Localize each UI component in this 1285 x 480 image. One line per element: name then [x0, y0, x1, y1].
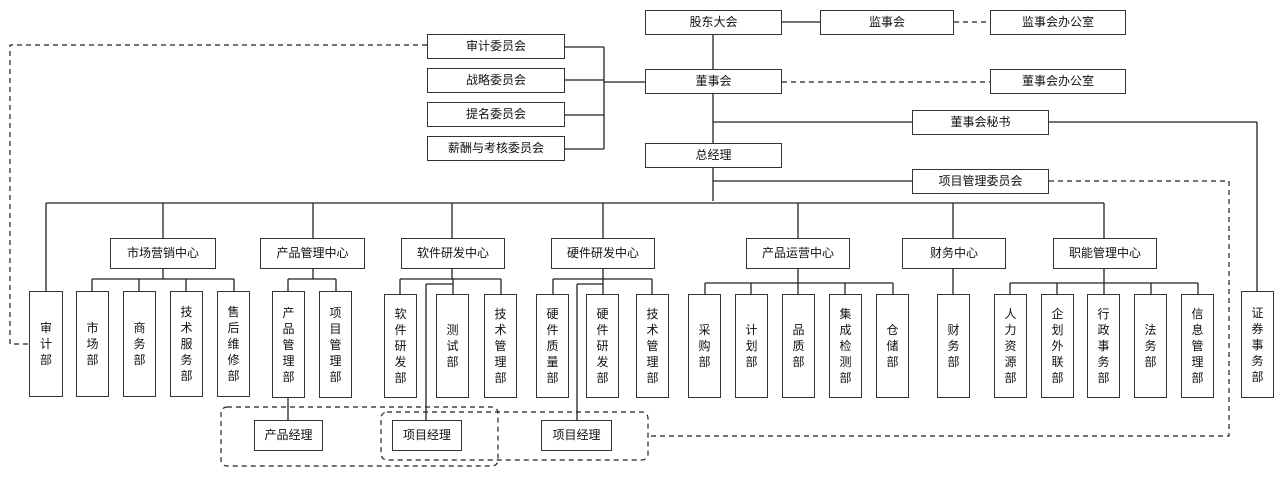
marketing-center-label: 市场营销中心	[126, 245, 199, 260]
after-sales-dept-label: 售后维修部	[227, 305, 240, 383]
hr-dept-box: 人力资源部	[994, 294, 1027, 398]
compensation-committee-box: 薪酬与考核委员会	[427, 136, 565, 161]
pm-committee-label: 项目管理委员会	[938, 173, 1023, 188]
marketing-center-box: 市场营销中心	[110, 238, 216, 269]
planning-liaison-dept-label: 企划外联部	[1051, 307, 1064, 385]
software-center-box: 软件研发中心	[401, 238, 505, 269]
audit-committee-box: 审计委员会	[427, 34, 565, 59]
hr-dept-label: 人力资源部	[1004, 307, 1017, 385]
it-mgmt-dept-label: 信息管理部	[1191, 307, 1204, 385]
sw-tech-mgmt-dept-box: 技术管理部	[484, 294, 517, 398]
shareholders-meeting-label: 股东大会	[689, 14, 738, 29]
product-manager-box: 产品经理	[254, 420, 323, 451]
audit-dept-box: 审计部	[29, 291, 63, 397]
market-dept-label: 市场部	[86, 321, 99, 367]
board-secretary-label: 董事会秘书	[950, 114, 1011, 129]
project-manager-2-label: 项目经理	[552, 427, 601, 442]
admin-center-box: 职能管理中心	[1053, 238, 1157, 269]
sw-tech-mgmt-dept-label: 技术管理部	[494, 307, 507, 385]
general-manager-label: 总经理	[695, 147, 732, 162]
board-label: 董事会	[695, 73, 732, 88]
quality-dept-box: 品质部	[782, 294, 815, 398]
planning-dept-box: 计划部	[735, 294, 768, 398]
nomination-committee-box: 提名委员会	[427, 102, 565, 127]
after-sales-dept-box: 售后维修部	[217, 291, 250, 397]
securities-dept-box: 证券事务部	[1241, 291, 1274, 398]
project-manager-1-label: 项目经理	[402, 427, 451, 442]
finance-dept-box: 财务部	[937, 294, 970, 398]
integration-test-dept-label: 集成检测部	[839, 307, 852, 385]
operations-center-box: 产品运营中心	[746, 238, 850, 269]
supervisory-board-label: 监事会	[868, 14, 905, 29]
procurement-dept-label: 采购部	[698, 323, 711, 369]
planning-dept-label: 计划部	[745, 323, 758, 369]
project-manager-2-box: 项目经理	[541, 420, 612, 451]
admin-affairs-dept-box: 行政事务部	[1087, 294, 1120, 398]
nomination-committee-label: 提名委员会	[465, 106, 526, 121]
board-office-box: 董事会办公室	[990, 69, 1126, 94]
project-manager-1-box: 项目经理	[392, 420, 462, 451]
supervisory-office-box: 监事会办公室	[990, 10, 1126, 35]
quality-dept-label: 品质部	[792, 323, 805, 369]
tech-service-dept-label: 技术服务部	[180, 305, 193, 383]
audit-dept-label: 审计部	[39, 321, 52, 367]
product-mgmt-dept-box: 产品管理部	[272, 291, 305, 398]
legal-dept-label: 法务部	[1144, 323, 1157, 369]
legal-dept-box: 法务部	[1134, 294, 1167, 398]
planning-liaison-dept-box: 企划外联部	[1041, 294, 1074, 398]
market-dept-box: 市场部	[76, 291, 109, 397]
strategy-committee-box: 战略委员会	[427, 68, 565, 93]
it-mgmt-dept-box: 信息管理部	[1181, 294, 1214, 398]
general-manager-box: 总经理	[645, 143, 782, 168]
hw-quality-dept-label: 硬件质量部	[546, 307, 559, 385]
software-dev-dept-label: 软件研发部	[394, 307, 407, 385]
warehouse-dept-box: 仓储部	[876, 294, 909, 398]
compensation-committee-label: 薪酬与考核委员会	[447, 140, 544, 155]
hardware-center-label: 硬件研发中心	[566, 245, 639, 260]
board-office-label: 董事会办公室	[1021, 73, 1094, 88]
software-center-label: 软件研发中心	[416, 245, 489, 260]
operations-center-label: 产品运营中心	[761, 245, 834, 260]
finance-center-label: 财务中心	[929, 245, 978, 260]
software-dev-dept-box: 软件研发部	[384, 294, 417, 398]
admin-center-label: 职能管理中心	[1068, 245, 1141, 260]
strategy-committee-label: 战略委员会	[465, 72, 526, 87]
product-manager-label: 产品经理	[264, 427, 313, 442]
warehouse-dept-label: 仓储部	[886, 323, 899, 369]
product-center-box: 产品管理中心	[260, 238, 365, 269]
finance-center-box: 财务中心	[902, 238, 1006, 269]
hw-dev-dept-label: 硬件研发部	[596, 307, 609, 385]
hardware-center-box: 硬件研发中心	[551, 238, 655, 269]
admin-affairs-dept-label: 行政事务部	[1097, 307, 1110, 385]
securities-dept-label: 证券事务部	[1251, 305, 1264, 384]
pm-committee-box: 项目管理委员会	[912, 169, 1049, 194]
shareholders-meeting-box: 股东大会	[645, 10, 782, 35]
tech-service-dept-box: 技术服务部	[170, 291, 203, 397]
hw-tech-mgmt-dept-box: 技术管理部	[636, 294, 669, 398]
integration-test-dept-box: 集成检测部	[829, 294, 862, 398]
hw-dev-dept-box: 硬件研发部	[586, 294, 619, 398]
supervisory-board-box: 监事会	[820, 10, 954, 35]
hw-tech-mgmt-dept-label: 技术管理部	[646, 307, 659, 385]
product-center-label: 产品管理中心	[276, 245, 349, 260]
project-mgmt-dept-label: 项目管理部	[329, 305, 342, 384]
product-mgmt-dept-label: 产品管理部	[282, 305, 295, 384]
procurement-dept-box: 采购部	[688, 294, 721, 398]
finance-dept-label: 财务部	[947, 323, 960, 369]
testing-dept-box: 测试部	[436, 294, 469, 398]
testing-dept-label: 测试部	[446, 323, 459, 369]
audit-committee-label: 审计委员会	[465, 38, 526, 53]
board-box: 董事会	[645, 69, 782, 94]
business-dept-box: 商务部	[123, 291, 156, 397]
supervisory-office-label: 监事会办公室	[1021, 14, 1094, 29]
board-secretary-box: 董事会秘书	[912, 110, 1049, 135]
hw-quality-dept-box: 硬件质量部	[536, 294, 569, 398]
business-dept-label: 商务部	[133, 321, 146, 367]
project-mgmt-dept-box: 项目管理部	[319, 291, 352, 398]
